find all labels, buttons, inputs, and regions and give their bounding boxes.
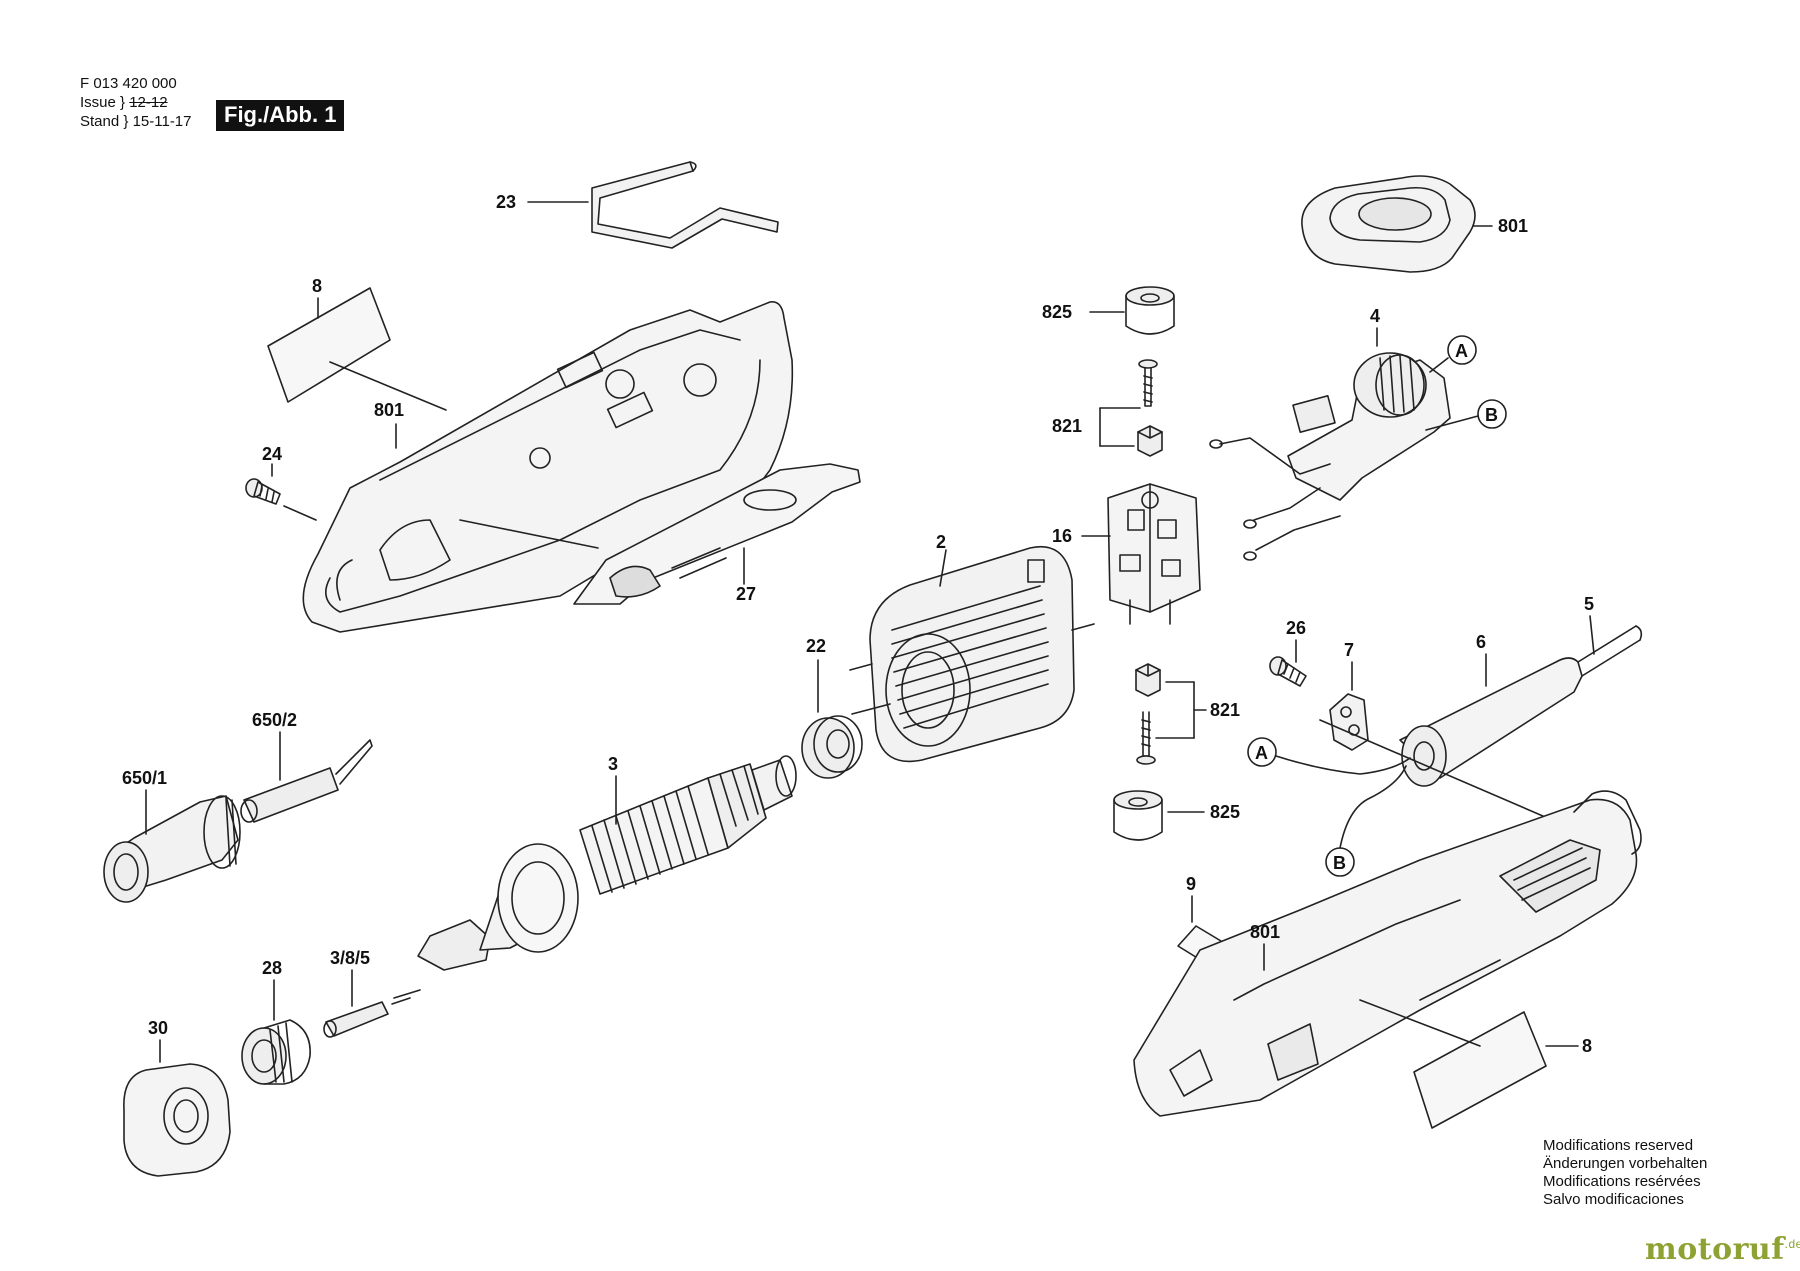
stand-value: 15-11-17 <box>132 113 192 130</box>
part-6-cable-sleeve <box>1399 657 1583 787</box>
stand-row: Stand } 15-11-17 <box>80 113 192 130</box>
label-650-2: 650/2 <box>252 710 297 730</box>
label-B-bottom: B <box>1333 853 1346 873</box>
part-24-screw <box>245 478 281 505</box>
label-7: 7 <box>1344 640 1354 660</box>
part-825-sleeve-top <box>1125 286 1175 335</box>
part-7-clamp <box>1329 693 1369 751</box>
label-24: 24 <box>262 444 282 464</box>
label-27: 27 <box>736 584 756 604</box>
part-650-1-collet-nut <box>103 795 241 903</box>
part-8-sticker-left <box>267 287 391 403</box>
issue-row: Issue } 12-12 <box>80 94 168 111</box>
doc-number: F 013 420 000 <box>80 75 177 92</box>
label-A-bottom: A <box>1255 743 1268 763</box>
label-B-top: B <box>1485 405 1498 425</box>
label-650-1: 650/1 <box>122 768 167 788</box>
label-28: 28 <box>262 958 282 978</box>
part-23-wire-clip <box>591 161 779 249</box>
label-821-top: 821 <box>1052 416 1082 436</box>
motoruf-watermark: motoruf.de <box>1645 1232 1800 1267</box>
part-801-housing-left <box>302 301 794 633</box>
label-801-top: 801 <box>1498 216 1528 236</box>
part-22-bearing <box>801 715 863 779</box>
document-header: F 013 420 000 Issue } 12-12 Stand } 15-1… <box>80 74 192 131</box>
label-4: 4 <box>1370 306 1380 326</box>
label-2: 2 <box>936 532 946 552</box>
label-9: 9 <box>1186 874 1196 894</box>
label-23: 23 <box>496 192 516 212</box>
label-6: 6 <box>1476 632 1486 652</box>
label-8-right: 8 <box>1582 1036 1592 1056</box>
label-825-bottom: 825 <box>1210 802 1240 822</box>
part-8-sticker-right <box>1413 1011 1547 1129</box>
label-5: 5 <box>1584 594 1594 614</box>
issue-label: Issue <box>80 94 116 111</box>
label-8-left: 8 <box>312 276 322 296</box>
note-en: Modifications reserved <box>1543 1137 1694 1154</box>
part-4-switch <box>1209 352 1451 561</box>
part-821-brush-top <box>1137 359 1163 457</box>
label-825-top: 825 <box>1042 302 1072 322</box>
label-16: 16 <box>1052 526 1072 546</box>
part-30-cap <box>123 1063 231 1177</box>
part-3-armature <box>417 755 797 971</box>
label-26: 26 <box>1286 618 1306 638</box>
label-821-bottom: 821 <box>1210 700 1240 720</box>
label-3: 3 <box>608 754 618 774</box>
part-16-brush-holder <box>1107 483 1201 625</box>
figure-badge: Fig./Abb. 1 <box>216 100 345 131</box>
label-801-housing-left: 801 <box>374 400 404 420</box>
part-801-housing-right <box>1133 790 1642 1117</box>
part-650-2-pin <box>240 739 373 823</box>
part-27-slide <box>573 463 861 605</box>
part-26-screw <box>1269 656 1307 687</box>
note-de: Änderungen vorbehalten <box>1543 1155 1708 1172</box>
part-801-cap <box>1301 175 1476 273</box>
label-A-top: A <box>1455 341 1468 361</box>
issue-value: 12-12 <box>129 94 168 111</box>
label-3-8-5: 3/8/5 <box>330 948 370 968</box>
label-801-housing-right: 801 <box>1250 922 1280 942</box>
part-2-stator <box>849 546 1095 763</box>
part-3-8-5-collet <box>323 997 411 1038</box>
part-28-ring <box>241 1019 311 1085</box>
part-5-power-cord <box>1577 625 1643 677</box>
label-22: 22 <box>806 636 826 656</box>
stand-label: Stand <box>80 113 120 130</box>
label-30: 30 <box>148 1018 168 1038</box>
note-fr: Modifications resérvées <box>1543 1173 1701 1190</box>
note-es: Salvo modificaciones <box>1543 1191 1684 1208</box>
part-821-brush-bottom <box>1135 663 1161 765</box>
part-825-sleeve-bottom <box>1113 790 1163 841</box>
modification-notes: Modifications reserved Änderungen vorbeh… <box>1543 1137 1707 1209</box>
